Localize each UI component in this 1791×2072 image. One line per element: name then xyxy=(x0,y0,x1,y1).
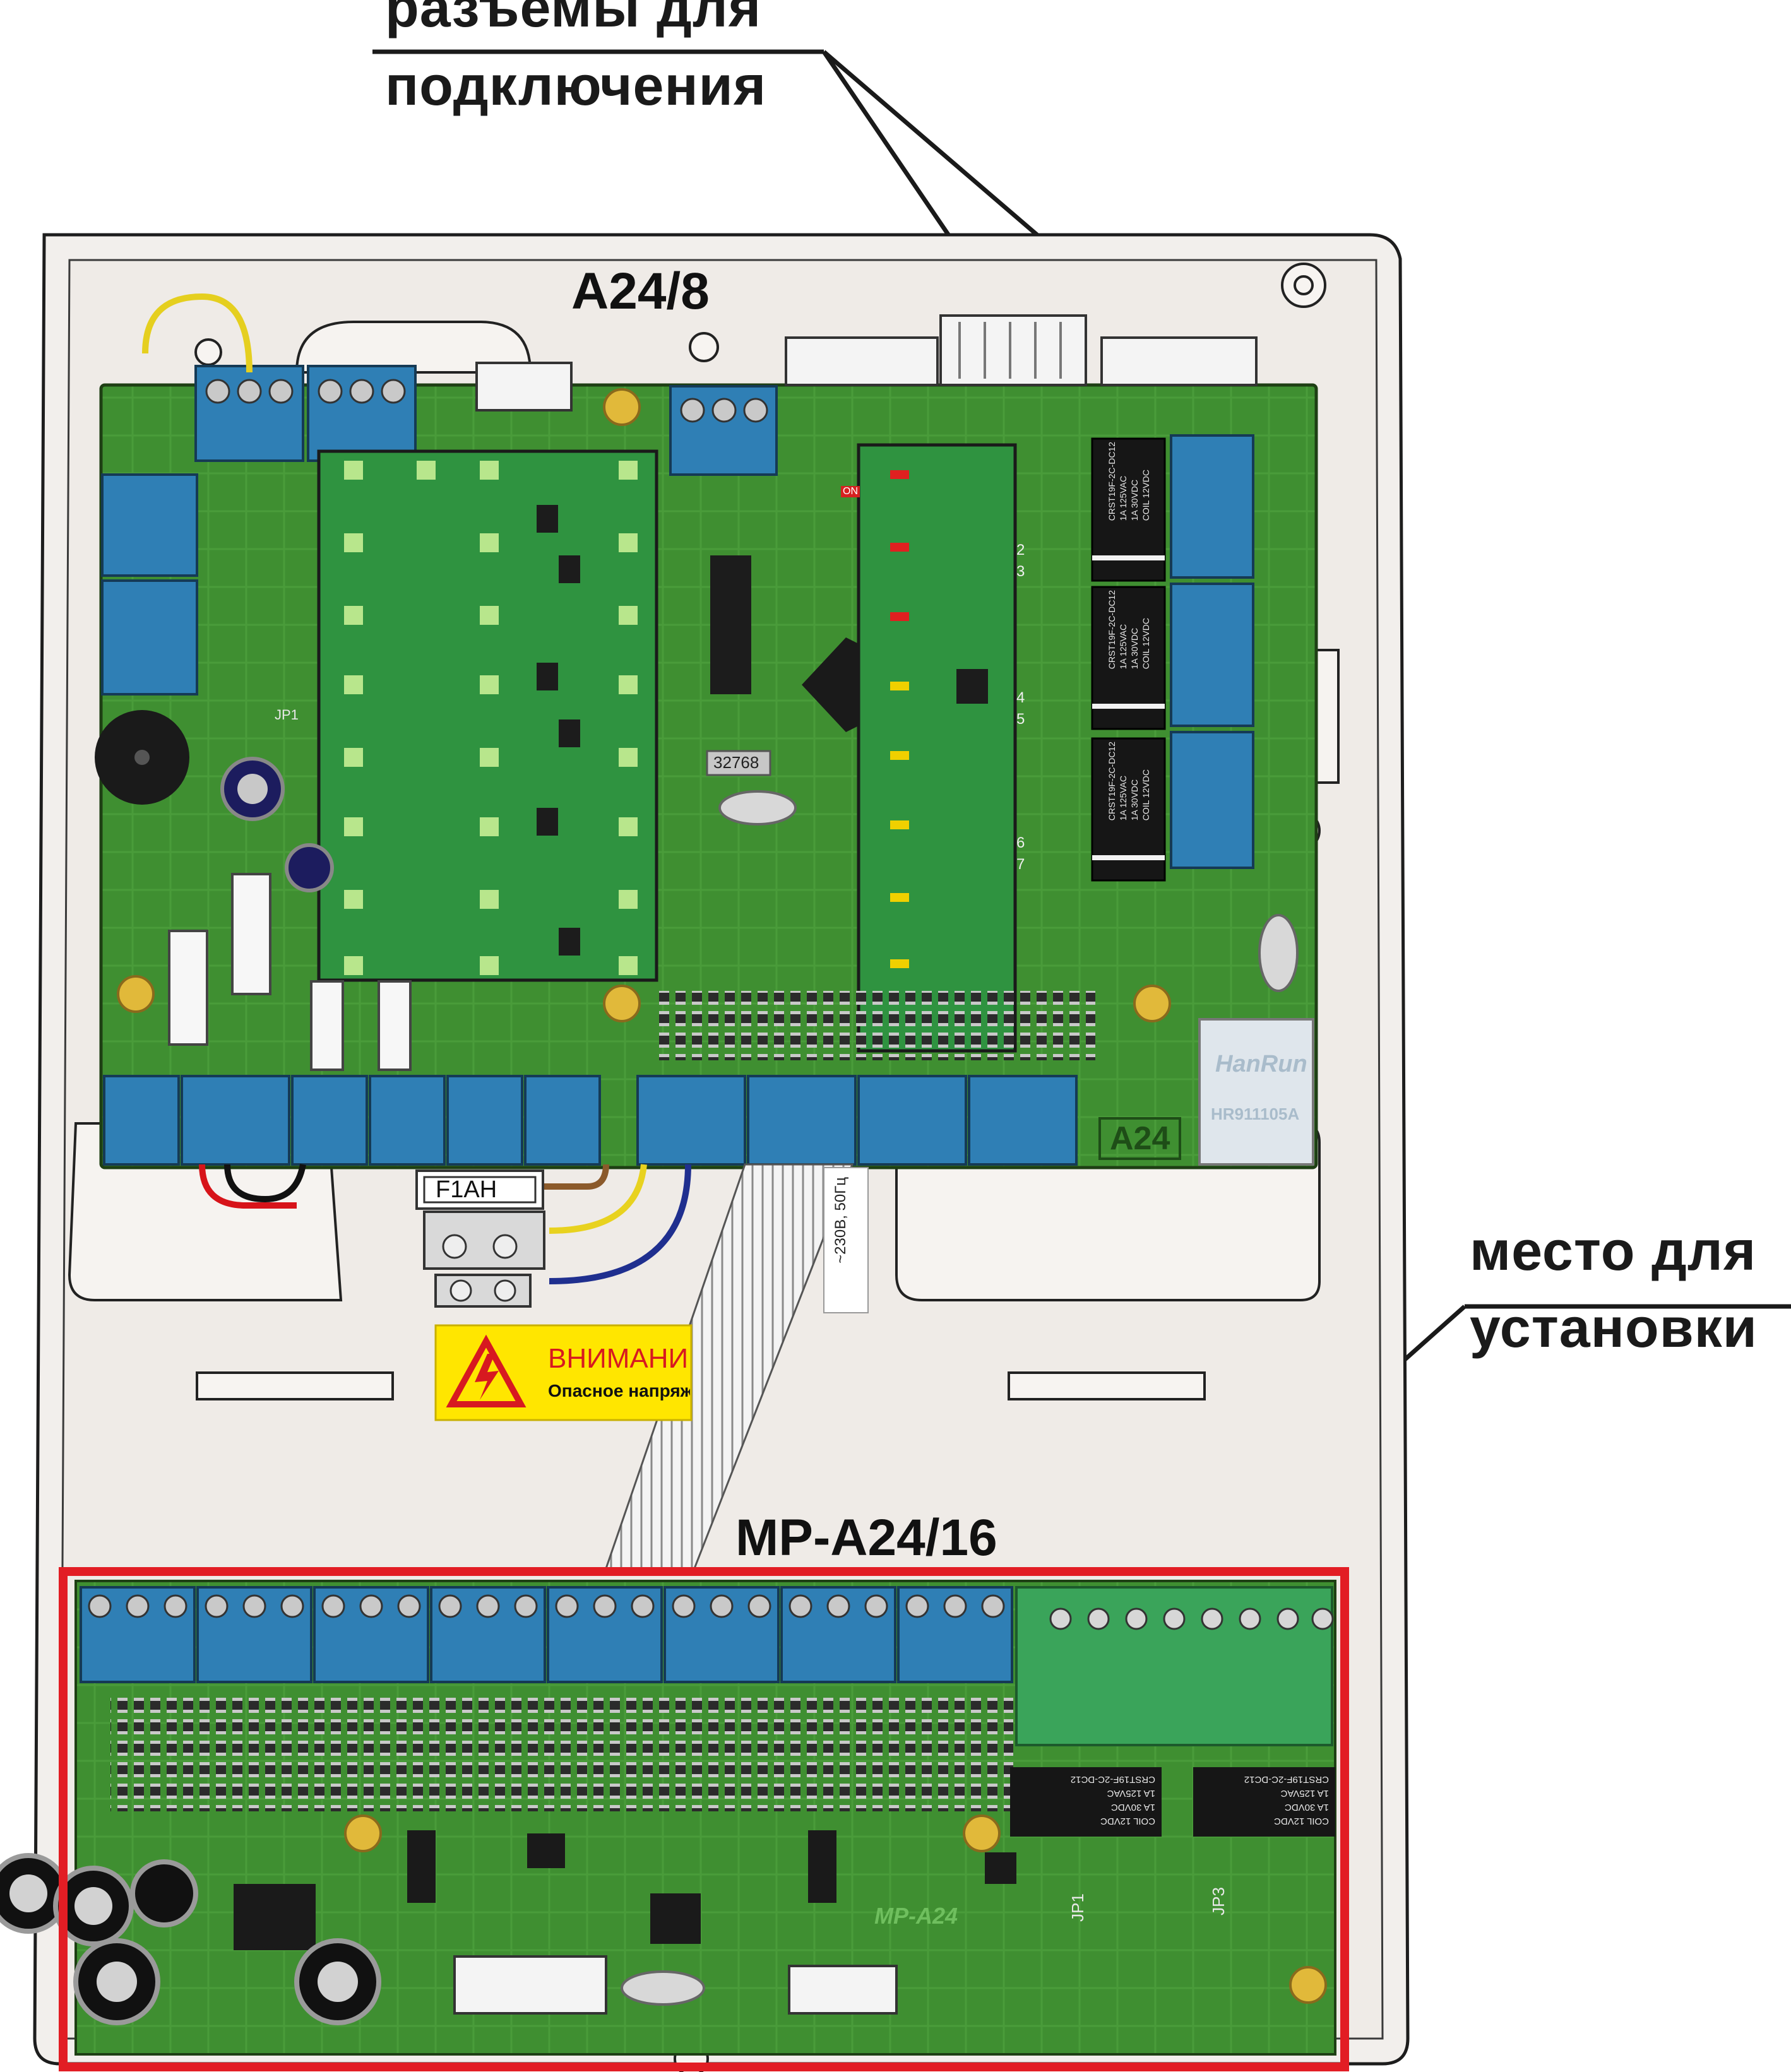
relay-marking-5: COIL 12VDC 1A 30VDC 1A 125VAC CRST19F-2C… xyxy=(1244,1774,1329,1826)
expansion-board-silk: MP-A24 xyxy=(874,1903,958,1929)
jumper-number-7: 7 xyxy=(1016,856,1025,873)
jumper-number-5: 5 xyxy=(1016,711,1025,728)
install-area-highlight xyxy=(59,1567,1349,2071)
expansion-board xyxy=(0,1580,1336,2056)
voltage-label-tag xyxy=(823,1167,869,1313)
voltage-label: ~230В, 50Гц xyxy=(832,1177,849,1264)
jumper-jp3-label: JP3 xyxy=(1209,1887,1228,1915)
header-connector-2 xyxy=(785,336,939,386)
ethernet-brand: HanRun xyxy=(1215,1051,1307,1077)
expansion-board-title: MP-A24/16 xyxy=(735,1509,997,1566)
connectors-callout-line1: разъемы для xyxy=(385,0,762,38)
fuse-label: F1AH xyxy=(436,1176,497,1203)
bottom-terminal-blocks xyxy=(103,1075,1078,1166)
fuse-holder xyxy=(415,1169,545,1308)
main-board xyxy=(95,314,1318,1169)
main-board-title: A24/8 xyxy=(571,263,710,320)
jumper-number-2: 2 xyxy=(1016,542,1025,559)
connectors-callout-line2: подключения xyxy=(385,54,767,117)
expansion-relay-1 xyxy=(1010,1767,1162,1837)
relay-marking-4: COIL 12VDC 1A 30VDC 1A 125VAC CRST19F-2C… xyxy=(1070,1774,1155,1826)
install-callout-line1: место для xyxy=(1470,1219,1757,1282)
ethernet-model: HR911105A xyxy=(1211,1104,1300,1123)
jumper-number-3: 3 xyxy=(1016,563,1025,580)
warning-title: ВНИМАНИЕ xyxy=(548,1343,690,1374)
main-mcu xyxy=(802,637,859,732)
relay-marking-2: CRST19F-2C-DC12 1A 125VAC 1A 30VDC COIL … xyxy=(1107,590,1151,670)
expansion-relay-2 xyxy=(1193,1767,1335,1837)
crystal xyxy=(706,750,771,776)
header-connector-3 xyxy=(939,314,1087,386)
jumper-jp1-expansion-label: JP1 xyxy=(1068,1893,1087,1922)
crystal-label: 32768 xyxy=(713,753,759,772)
right-terminal-blocks xyxy=(1170,434,1254,869)
board-fuses xyxy=(168,873,412,1071)
warning-sticker xyxy=(434,1324,693,1421)
header-connector-1 xyxy=(475,362,573,411)
warning-text: Опасное напряжение xyxy=(548,1381,690,1400)
jumper-number-6: 6 xyxy=(1016,834,1025,851)
jumper-jp1-label: JP1 xyxy=(275,707,299,723)
dip-switch-label: ON xyxy=(841,486,860,497)
ethernet-jack xyxy=(1198,1018,1314,1166)
main-board-logo-text: A24 xyxy=(1098,1117,1182,1160)
relay-marking-1: CRST19F-2C-DC12 1A 125VAC 1A 30VDC COIL … xyxy=(1107,442,1151,521)
jumper-number-4: 4 xyxy=(1016,689,1025,706)
relay-marking-3: CRST19F-2C-DC12 1A 125VAC 1A 30VDC COIL … xyxy=(1107,742,1151,821)
display-module-right xyxy=(857,443,1017,1053)
header-connector-4 xyxy=(1100,336,1258,386)
board-wires xyxy=(142,293,691,1284)
left-terminal-blocks xyxy=(101,473,198,696)
